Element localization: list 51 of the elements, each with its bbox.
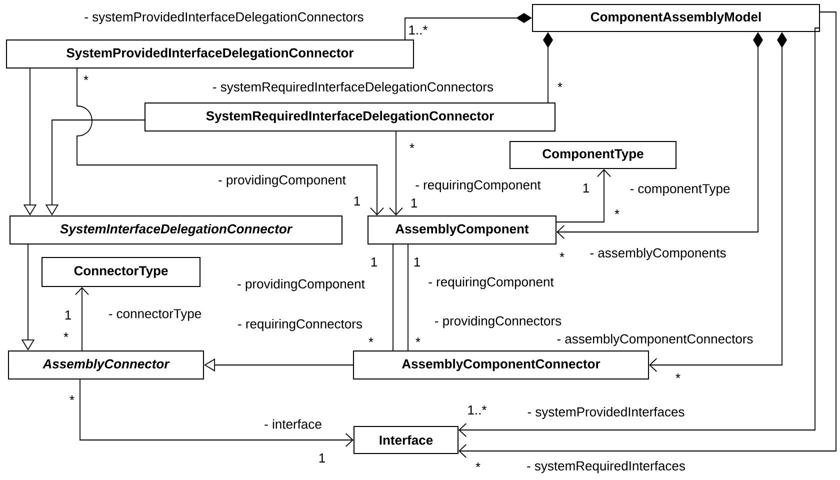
multiplicity-label: * xyxy=(558,82,562,88)
multiplicity-label: 1 xyxy=(319,454,325,462)
class-box: SystemInterfaceDelegationConnector xyxy=(10,216,342,244)
multiplicity-label: * xyxy=(560,252,564,258)
association-line xyxy=(392,244,394,351)
association-arrow xyxy=(389,131,403,216)
role-label: - componentType xyxy=(630,184,730,196)
multiplicity-label: 1 xyxy=(414,258,420,266)
role-label: - systemProvidedInterfaceDelegationConnectors xyxy=(84,12,364,24)
role-label: - connectorType xyxy=(108,309,202,321)
class-box: AssemblyConnector xyxy=(8,350,204,380)
multiplicity-label: * xyxy=(614,210,620,214)
composition-line xyxy=(404,13,532,40)
multiplicity-label: * xyxy=(676,374,680,378)
class-box: ComponentType xyxy=(510,141,676,169)
role-label: - providingComponent xyxy=(238,278,365,292)
class-box: SystemProvidedInterfaceDelegationConnector xyxy=(6,40,414,68)
class-box: Interface xyxy=(354,426,458,454)
role-label: - providingConnectors xyxy=(435,316,562,328)
multiplicity-label: * xyxy=(410,144,414,148)
multiplicity-label: * xyxy=(416,338,420,342)
role-label: - requiringConnectors xyxy=(238,318,362,332)
class-box: SystemRequiredInterfaceDelegationConnector xyxy=(144,102,556,132)
role-label: - providingComponent xyxy=(218,174,346,188)
class-box: AssemblyComponentConnector xyxy=(353,350,649,380)
role-label: - interface xyxy=(264,419,322,429)
role-label: - systemRequiredInterfaceDelegationConnectors xyxy=(213,82,494,94)
multiplicity-label: * xyxy=(84,76,88,80)
composition-arrow xyxy=(556,32,763,239)
association-arrow xyxy=(80,379,354,447)
role-label: - requiringComponent xyxy=(428,276,554,290)
multiplicity-label: * xyxy=(64,332,68,338)
multiplicity-label: 1 xyxy=(65,310,71,320)
multiplicity-label: 1 xyxy=(371,258,377,266)
association-arrow xyxy=(76,68,384,216)
multiplicity-label: * xyxy=(476,462,480,468)
multiplicity-label: * xyxy=(70,396,74,400)
role-label: - requiringComponent xyxy=(416,180,541,192)
role-label: - systemRequiredInterfaces xyxy=(527,460,685,474)
association-arrow xyxy=(75,287,89,351)
association-arrow xyxy=(556,169,611,222)
role-label: - assemblyComponents xyxy=(590,248,726,260)
multiplicity-label: 1..* xyxy=(409,26,428,34)
multiplicity-label: 1 xyxy=(354,196,360,206)
class-box: ConnectorType xyxy=(42,257,200,287)
multiplicity-label: 1 xyxy=(583,184,589,192)
class-box: AssemblyComponent xyxy=(368,216,556,244)
multiplicity-label: 1..* xyxy=(468,406,487,414)
role-label: - systemProvidedInterfaces xyxy=(528,406,684,420)
role-label: - assemblyComponentConnectors xyxy=(557,334,753,346)
class-box: ComponentAssemblyModel xyxy=(532,4,820,32)
